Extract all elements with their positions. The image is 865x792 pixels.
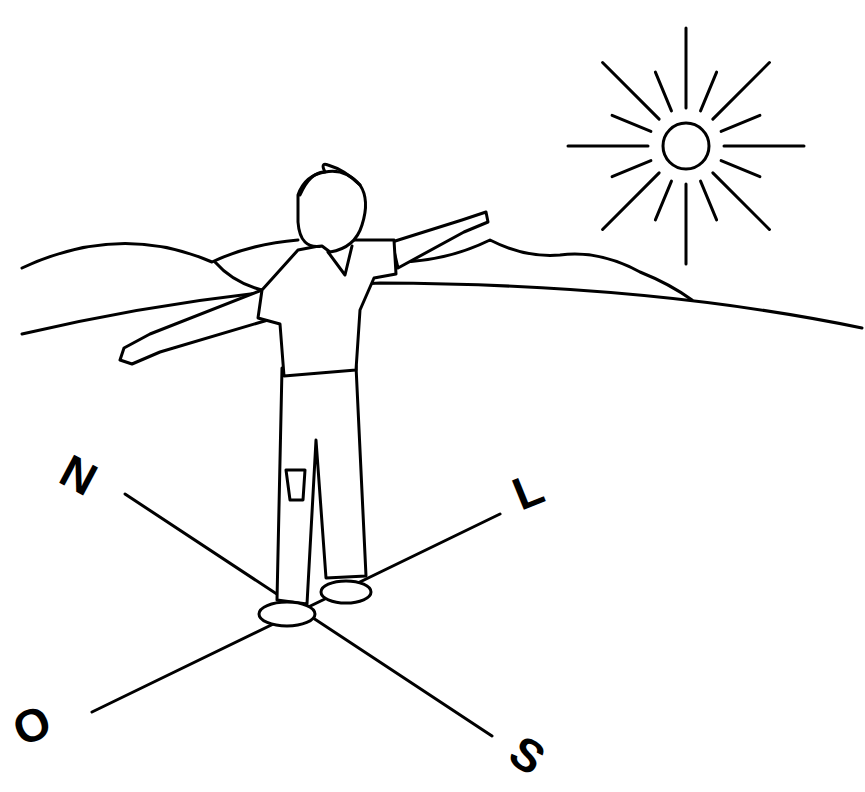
compass-letter: L (506, 464, 549, 517)
horizon (22, 283, 862, 334)
hills (395, 240, 692, 300)
sun-ray (721, 115, 760, 131)
sun-ray (701, 181, 717, 220)
sun-ray (603, 63, 660, 120)
hills (215, 262, 270, 292)
sun-ray (685, 184, 688, 264)
sun-ray (713, 63, 770, 120)
sun (568, 28, 804, 264)
sun-ray (724, 145, 804, 148)
sun-ray (721, 161, 760, 177)
compass-letter: N (53, 447, 104, 503)
sun-ray (685, 28, 688, 108)
boy (120, 164, 488, 626)
sun-ray (603, 173, 660, 230)
sun-ray (612, 115, 651, 131)
compass-letter: S (502, 727, 553, 782)
sun-ray (713, 173, 770, 230)
sun-ray (701, 72, 717, 111)
hills (22, 240, 298, 268)
sun-ray (568, 145, 648, 148)
compass-letter: O (6, 697, 57, 754)
sun-ray (655, 72, 671, 111)
sun-ray (655, 181, 671, 220)
sun-ray (612, 161, 651, 177)
